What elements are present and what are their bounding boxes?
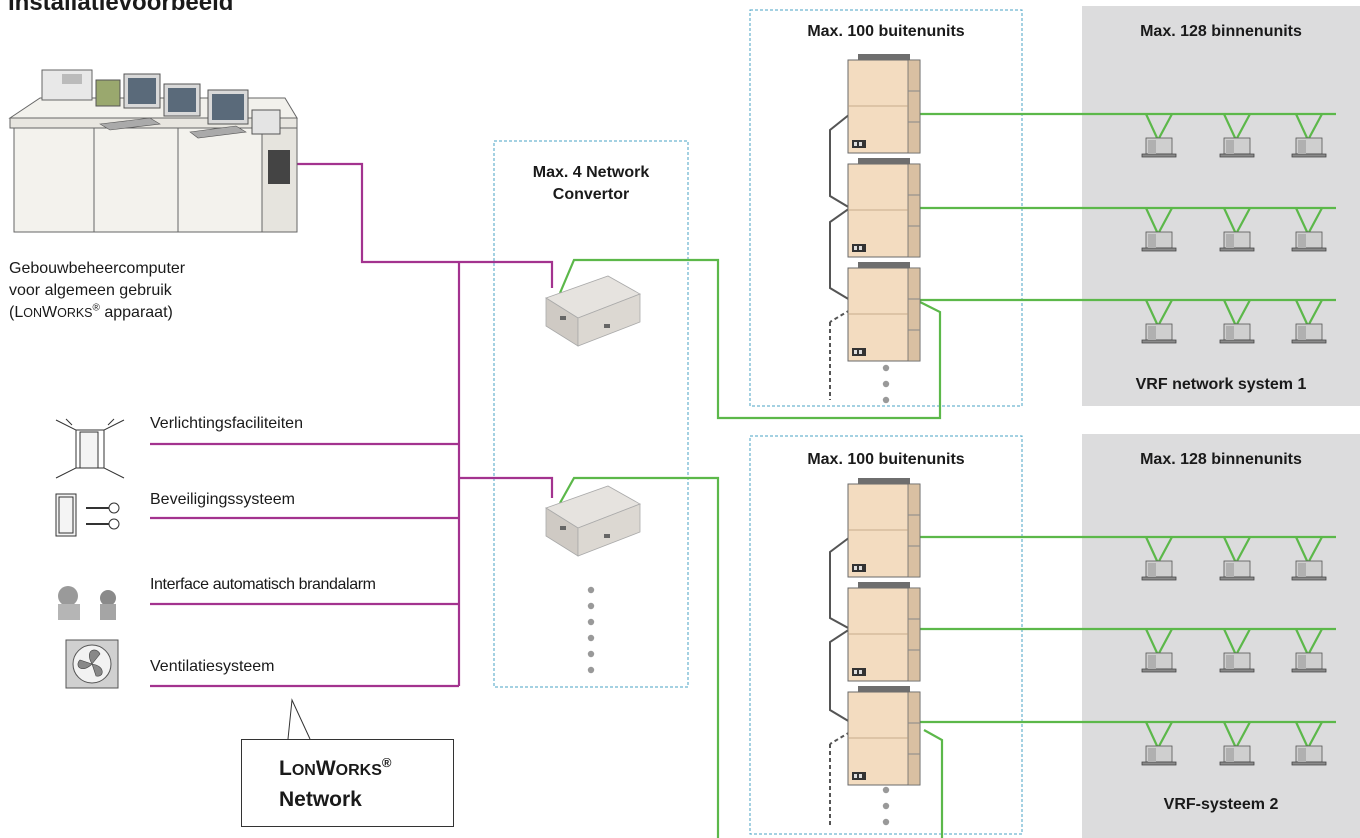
callout-pointer <box>287 698 311 740</box>
outdoor-header-2: Max. 100 buitenunits <box>807 451 965 468</box>
lonworks-network-callout: LONWORKS® Network <box>241 739 454 827</box>
network-convertor <box>545 485 641 557</box>
outdoor-group-box-2 <box>749 435 1023 835</box>
outdoor-unit <box>847 477 921 578</box>
facility-label-ventilation: Ventilatiesysteem <box>150 658 275 675</box>
facility-label-security: Beveiligingssysteem <box>150 491 295 508</box>
door-icon <box>55 418 125 479</box>
fan-icon <box>65 639 119 689</box>
computer-workstation-icon <box>8 69 298 233</box>
outdoor-unit <box>847 685 921 786</box>
key-icon <box>55 493 120 537</box>
outdoor-unit <box>847 261 921 362</box>
outdoor-interconnect-lines <box>829 113 852 828</box>
system-name-1: VRF network system 1 <box>1135 376 1307 393</box>
indoor-header-2: Max. 128 binnenunits <box>1140 451 1302 468</box>
system-name-2: VRF-systeem 2 <box>1163 796 1279 813</box>
computer-label-line2: voor algemeen gebruik <box>9 282 172 299</box>
outdoor-header-1: Max. 100 buitenunits <box>807 23 965 40</box>
lonworks-line2: Network <box>279 788 362 811</box>
indoor-panel-1 <box>1082 6 1360 406</box>
facility-label-fire-alarm: Interface automatisch brandalarm <box>150 576 376 593</box>
page-title: Installatievoorbeeld <box>8 0 234 16</box>
more-dots <box>587 586 595 674</box>
fire-alarm-icon <box>58 586 116 620</box>
lonworks-line1: LONWORKS® <box>279 755 392 780</box>
outdoor-unit <box>847 581 921 682</box>
network-convertor <box>545 275 641 347</box>
more-dots <box>882 786 890 826</box>
facility-label-lighting: Verlichtingsfaciliteiten <box>150 415 303 432</box>
indoor-panel-2 <box>1082 434 1360 838</box>
outdoor-unit <box>847 157 921 258</box>
outdoor-unit <box>847 53 921 154</box>
indoor-header-1: Max. 128 binnenunits <box>1140 23 1302 40</box>
computer-label: Gebouwbeheercomputer voor algemeen gebru… <box>9 258 185 324</box>
convertor-group-box <box>493 140 689 688</box>
computer-label-line3: (LONWORKS® apparaat) <box>9 302 173 321</box>
computer-label-line1: Gebouwbeheercomputer <box>9 260 186 277</box>
more-dots <box>882 364 890 404</box>
vrf-lines <box>558 112 1336 838</box>
convertor-group-header: Max. 4 Network Convertor <box>532 164 650 203</box>
lonworks-lines <box>150 162 554 688</box>
